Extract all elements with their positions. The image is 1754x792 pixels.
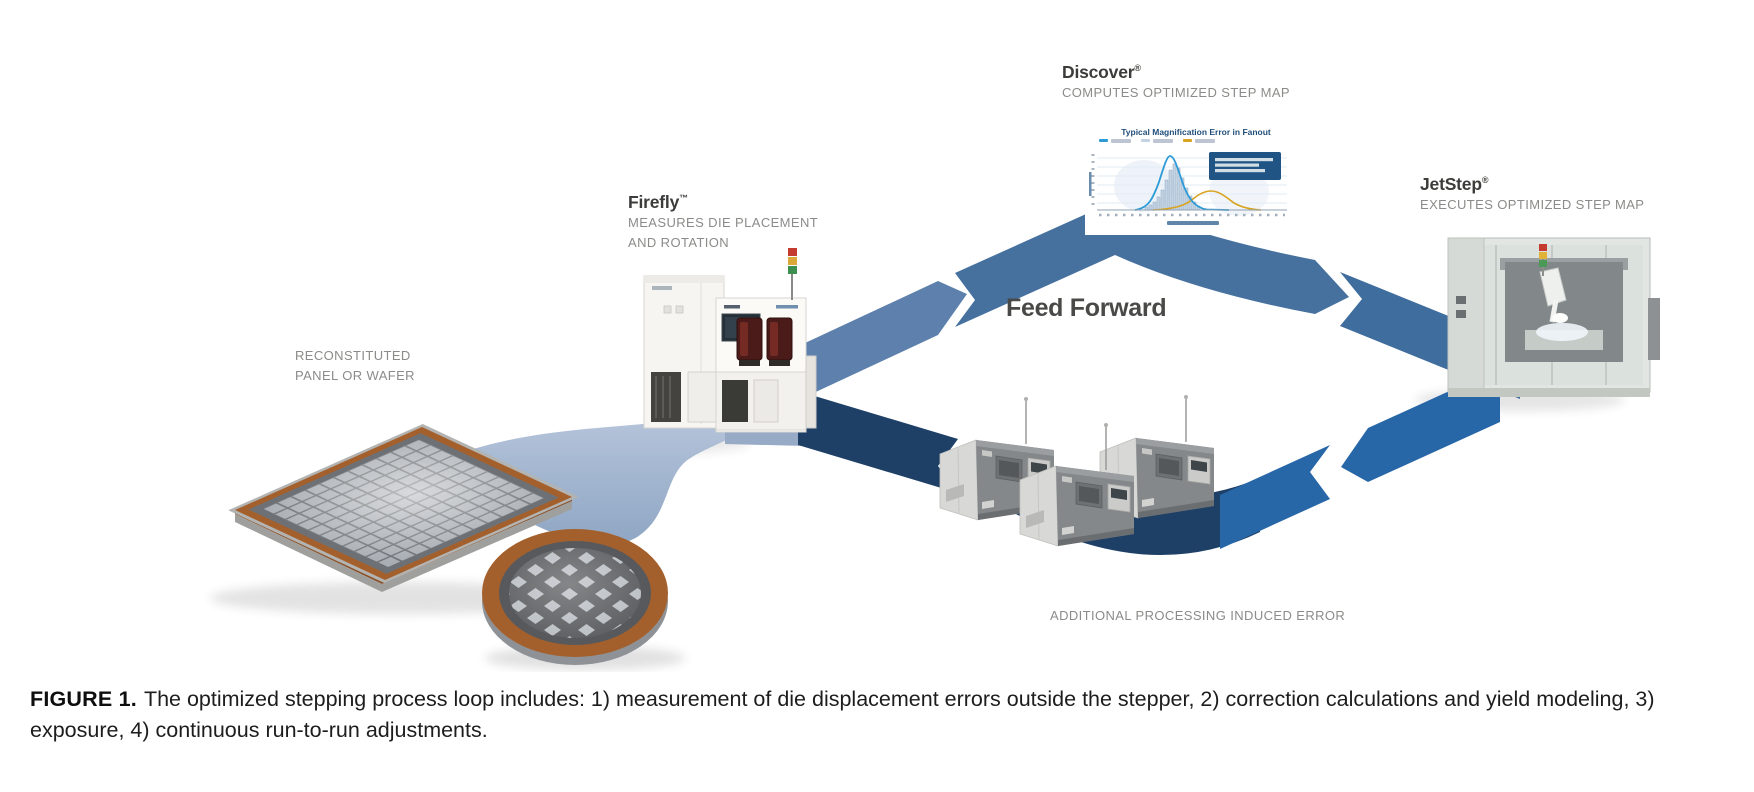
input-label-line1: RECONSTITUTED — [295, 348, 411, 363]
registered-symbol: ® — [1134, 63, 1141, 74]
chart-plot — [1088, 151, 1287, 225]
arrow-measure-to-compute-segment-1 — [805, 281, 967, 397]
firefly-desc-line2: AND ROTATION — [628, 235, 730, 251]
chart-gold-curve — [1152, 189, 1262, 211]
input-label-line2: PANEL OR WAFER — [295, 368, 415, 384]
chart-blue-curve — [1134, 154, 1230, 211]
panel-graphic — [228, 423, 579, 592]
jetstep-name: JetStep® — [1420, 174, 1489, 194]
trademark-symbol: ™ — [679, 193, 688, 204]
processing-desc: ADDITIONAL PROCESSING INDUCED ERROR — [1050, 608, 1346, 623]
input-label: RECONSTITUTED PANEL OR WAFER — [295, 346, 415, 386]
firefly-machine-graphic — [643, 248, 817, 433]
caption-label: FIGURE 1. — [30, 687, 137, 711]
chart-title: Typical Magnification Error in Fanout — [1121, 127, 1271, 137]
firefly-desc-line1: MEASURES DIE PLACEMENT — [628, 215, 819, 230]
feed-forward-label: Feed Forward — [1006, 294, 1167, 322]
firefly-name: Firefly™ — [628, 192, 688, 212]
discover-desc: COMPUTES OPTIMIZED STEP MAP — [1062, 85, 1290, 100]
legend-item — [1099, 139, 1131, 143]
jetstep-label: JetStep® EXECUTES OPTIMIZED STEP MAP — [1420, 174, 1644, 215]
legend-item — [1141, 139, 1173, 143]
caption-text: The optimized stepping process loop incl… — [30, 687, 1655, 742]
jetstep-machine-graphic — [1447, 237, 1660, 397]
firefly-label: Firefly™ MEASURES DIE PLACEMENT AND ROTA… — [628, 192, 818, 253]
process-loop-diagram — [210, 201, 1660, 670]
legend-item — [1183, 139, 1215, 143]
figure-caption: FIGURE 1.The optimized stepping process … — [30, 684, 1682, 746]
discover-name: Discover® — [1062, 62, 1141, 82]
discover-label: Discover® COMPUTES OPTIMIZED STEP MAP — [1062, 62, 1290, 103]
jetstep-desc: EXECUTES OPTIMIZED STEP MAP — [1420, 197, 1645, 212]
arrow-measure-to-compute-segment-2 — [955, 201, 1349, 327]
arrow-execute-to-processing-segment-2 — [1220, 445, 1330, 549]
processing-label: ADDITIONAL PROCESSING INDUCED ERROR — [1050, 606, 1345, 626]
wafer-graphic — [482, 529, 668, 665]
discover-chart: Typical Magnification Error in Fanout — [1085, 124, 1307, 235]
chart-legend — [1089, 137, 1303, 144]
arrow-processing-to-measure-segment-2 — [798, 391, 958, 493]
registered-symbol: ® — [1481, 175, 1489, 186]
